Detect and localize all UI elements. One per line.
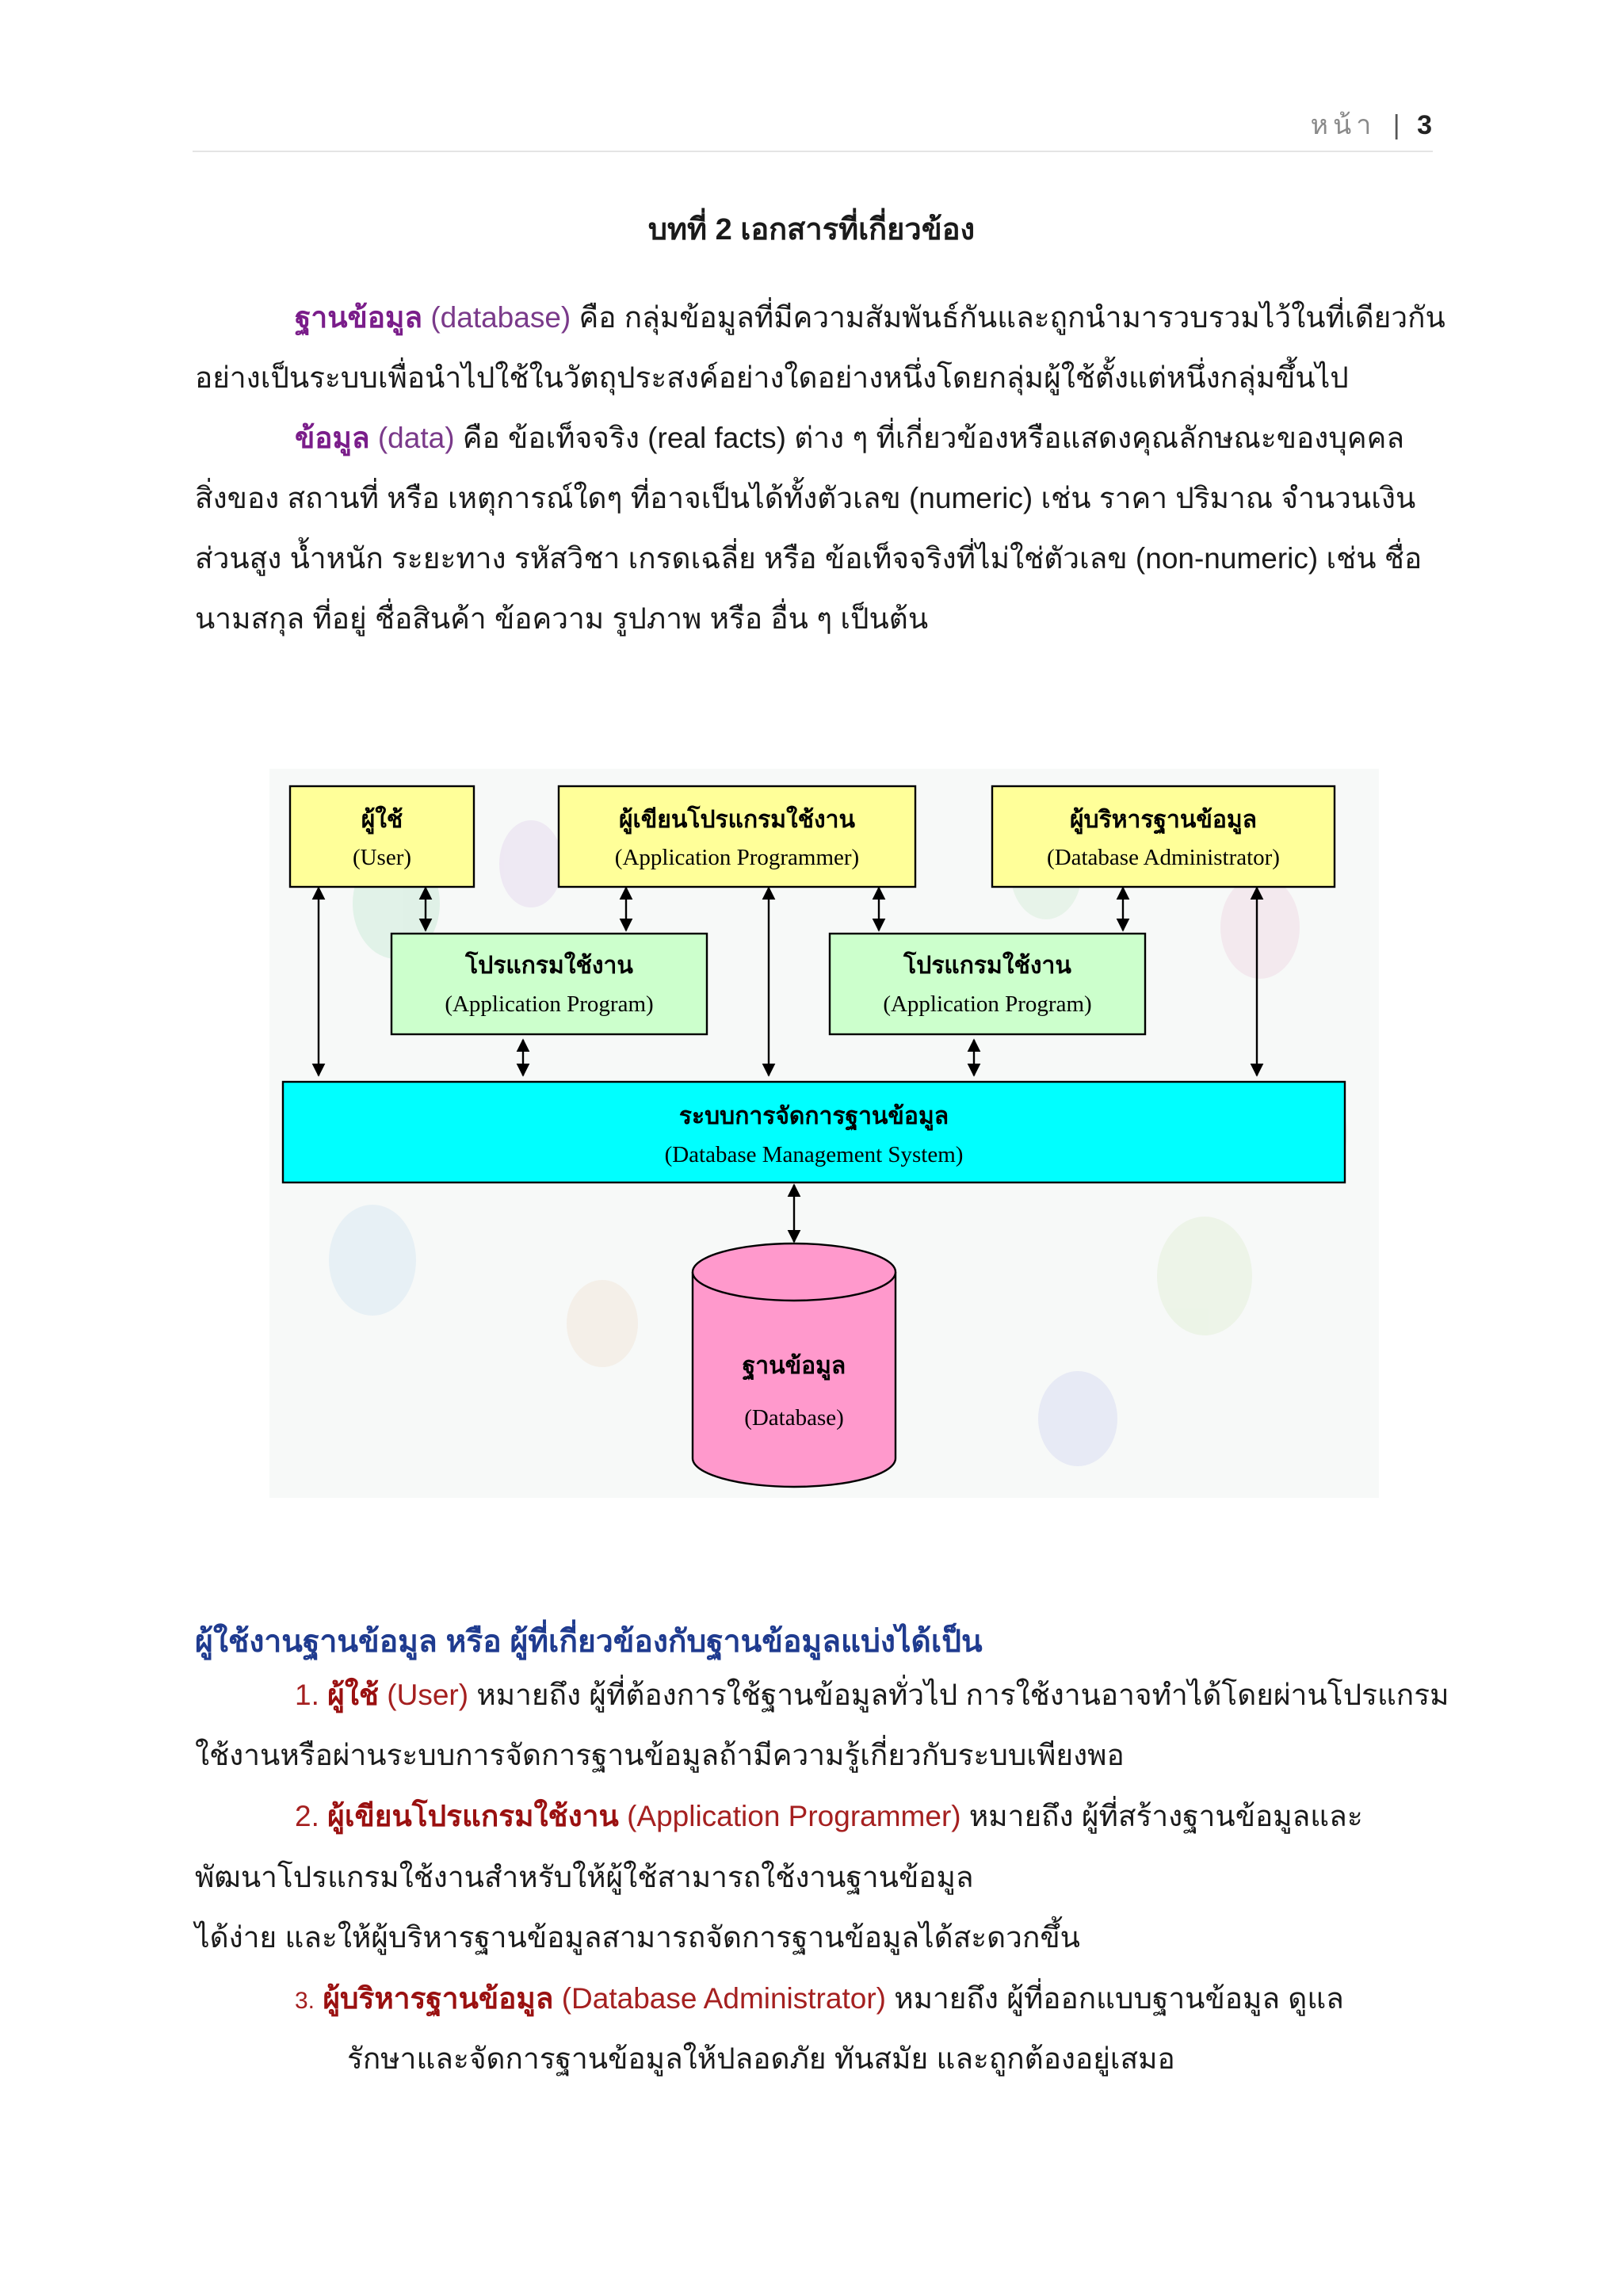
database-definition-line1: ฐานข้อมูล (database) คือ กลุ่มข้อมูลที่ม…	[295, 287, 1445, 348]
database-label-th: ฐานข้อมูล	[743, 1353, 846, 1381]
item-2-english: (Application Programmer)	[627, 1800, 961, 1832]
page-header: หน้า | 3	[1311, 103, 1432, 146]
application-program-box-2: โปรแกรมใช้งาน (Application Program)	[828, 932, 1147, 1036]
dbms-label-en: (Database Management System)	[665, 1142, 964, 1167]
data-english: (data)	[377, 422, 455, 454]
admin-label-en: (Database Administrator)	[1047, 845, 1280, 870]
dbms-box: ระบบการจัดการฐานข้อมูล (Database Managem…	[281, 1080, 1346, 1184]
item-3-term: ผู้บริหารฐานข้อมูล	[323, 1982, 554, 2015]
database-definition-line2: อย่างเป็นระบบเพื่อนำไปใช้ในวัตถุประสงค์อ…	[195, 361, 1349, 394]
user-box: ผู้ใช้ (User)	[288, 785, 475, 888]
item-2-term: ผู้เขียนโปรแกรมใช้งาน	[327, 1800, 619, 1832]
app1-label-en: (Application Program)	[445, 991, 653, 1017]
data-definition-text: คือ ข้อเท็จจริง (real facts) ต่าง ๆ ที่เ…	[462, 422, 1404, 454]
database-term: ฐานข้อมูล	[295, 301, 423, 334]
database-label-en: (Database)	[744, 1405, 844, 1431]
item-2-line1: 2. ผู้เขียนโปรแกรมใช้งาน (Application Pr…	[295, 1786, 1363, 1847]
item-2-line3: ได้ง่าย และให้ผู้บริหารฐานข้อมูลสามารถจั…	[195, 1921, 1080, 1954]
admin-label-th: ผู้บริหารฐานข้อมูล	[1070, 807, 1257, 835]
item-1-text: หมายถึง ผู้ที่ต้องการใช้ฐานข้อมูลทั่วไป …	[476, 1679, 1449, 1711]
app2-label-th: โปรแกรมใช้งาน	[903, 950, 1071, 979]
app1-label-th: โปรแกรมใช้งาน	[464, 950, 633, 979]
application-program-box-1: โปรแกรมใช้งาน (Application Program)	[390, 932, 708, 1036]
data-definition-line2: สิ่งของ สถานที่ หรือ เหตุการณ์ใดๆ ที่อาจ…	[195, 482, 1416, 514]
app2-label-en: (Application Program)	[883, 991, 1091, 1017]
chapter-title: บทที่ 2 เอกสารที่เกี่ยวข้อง	[647, 213, 976, 246]
user-label-en: (User)	[353, 845, 411, 870]
database-administrator-box: ผู้บริหารฐานข้อมูล (Database Administrat…	[991, 785, 1336, 888]
item-3-line2: รักษาและจัดการฐานข้อมูลให้ปลอดภัย ทันสมั…	[347, 2042, 1175, 2075]
data-term: ข้อมูล	[295, 422, 370, 454]
data-definition-line1: ข้อมูล (data) คือ ข้อเท็จจริง (real fact…	[295, 407, 1404, 468]
item-3-number: 3.	[295, 1988, 315, 2014]
programmer-label-th: ผู้เขียนโปรแกรมใช้งาน	[619, 804, 856, 835]
user-label-th: ผู้ใช้	[361, 805, 403, 835]
connector-arrows	[311, 886, 1264, 1244]
application-programmer-box: ผู้เขียนโปรแกรมใช้งาน (Application Progr…	[557, 785, 917, 888]
item-1-number: 1.	[295, 1679, 319, 1711]
data-definition-line3: ส่วนสูง น้ำหนัก ระยะทาง รหัสวิชา เกรดเฉล…	[195, 542, 1423, 575]
database-cylinder: ฐานข้อมูล (Database)	[691, 1242, 897, 1488]
item-3-text: หมายถึง ผู้ที่ออกแบบฐานข้อมูล ดูแล	[894, 1982, 1344, 2015]
item-1-term: ผู้ใช้	[327, 1679, 379, 1711]
dbms-label-th: ระบบการจัดการฐานข้อมูล	[679, 1103, 949, 1132]
programmer-label-en: (Application Programmer)	[615, 845, 859, 870]
item-1-english: (User)	[387, 1679, 469, 1711]
item-1-line2: ใช้งานหรือผ่านระบบการจัดการฐานข้อมูลถ้าม…	[195, 1739, 1125, 1771]
dbms-diagram: ผู้ใช้ (User) ผู้เขียนโปรแกรมใช้งาน (App…	[269, 769, 1379, 1498]
item-2-text: หมายถึง ผู้ที่สร้างฐานข้อมูลและ	[968, 1800, 1363, 1832]
users-heading: ผู้ใช้งานฐานข้อมูล หรือ ผู้ที่เกี่ยวข้อง…	[195, 1625, 983, 1659]
database-english: (database)	[430, 301, 571, 334]
data-definition-line4: นามสกุล ที่อยู่ ชื่อสินค้า ข้อความ รูปภา…	[195, 602, 929, 635]
page-number: 3	[1417, 110, 1432, 140]
item-1-line1: 1. ผู้ใช้ (User) หมายถึง ผู้ที่ต้องการใช…	[295, 1664, 1449, 1725]
page-header-separator: |	[1392, 110, 1400, 140]
database-definition-text: คือ กลุ่มข้อมูลที่มีความสัมพันธ์กันและถู…	[579, 301, 1445, 334]
item-2-number: 2.	[295, 1800, 319, 1832]
item-3-line1: 3. ผู้บริหารฐานข้อมูล (Database Administ…	[295, 1968, 1344, 2031]
item-2-line2: พัฒนาโปรแกรมใช้งานสำหรับให้ผู้ใช้สามารถใ…	[195, 1861, 974, 1893]
item-3-english: (Database Administrator)	[561, 1982, 886, 2015]
page-header-label: หน้า	[1310, 110, 1377, 140]
header-divider	[193, 151, 1433, 152]
